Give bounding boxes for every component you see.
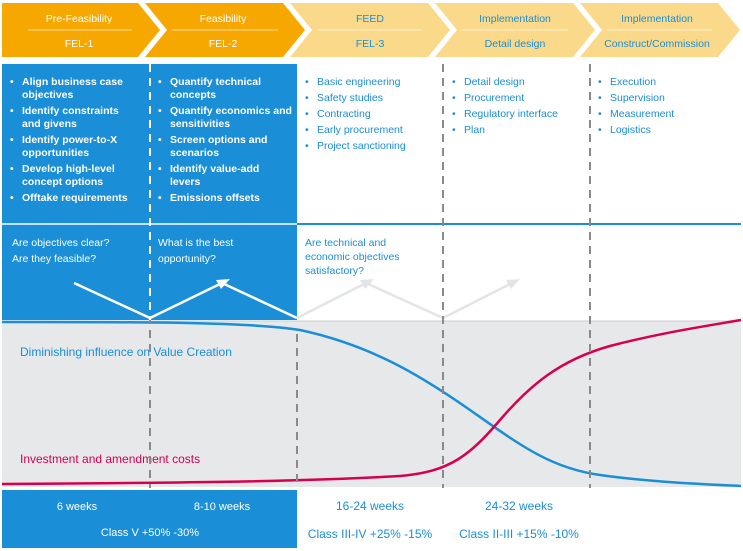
duration-label: 24-32 weeks <box>485 499 553 513</box>
question-line: Are technical and <box>305 237 386 249</box>
arrow-gray-3 <box>365 281 513 320</box>
cost-curve <box>1 318 742 486</box>
activity-item: •Project sanctioning <box>305 140 406 152</box>
duration-label: 16-24 weeks <box>336 499 404 513</box>
phase-title: FEED <box>356 13 384 25</box>
activity-item: •Plan <box>452 124 485 136</box>
activity-item: •Measurement <box>598 108 674 120</box>
influence-label: Diminishing influence on Value Creation <box>20 345 232 359</box>
activity-item: •Logistics <box>598 124 651 136</box>
phase-chevrons <box>2 3 740 57</box>
phase-title: Feasibility <box>200 13 247 25</box>
question-line: What is the best <box>158 237 233 249</box>
durations: 6 weeks 8-10 weeks 16-24 weeks 24-32 wee… <box>57 499 553 513</box>
cost-label: Investment and amendment costs <box>20 452 200 466</box>
estimate-label: Class V +50% -30% <box>101 527 199 539</box>
duration-band-blue <box>2 490 297 548</box>
arrowhead-gray <box>506 279 520 289</box>
activity-item: •Detail design <box>452 76 525 88</box>
estimate-classes: Class V +50% -30% Class III-IV +25% -15%… <box>101 527 579 541</box>
question-line: Are objectives clear? <box>12 237 110 249</box>
arrow-gray-2 <box>296 281 367 320</box>
phase-subtitle: Detail design <box>485 38 546 50</box>
phase-subtitle: FEL-2 <box>209 38 238 50</box>
activity-item: •Contracting <box>305 108 371 120</box>
phase-subtitle: Construct/Commission <box>604 38 710 50</box>
activity-item: •Basic engineering <box>305 76 401 88</box>
phase-subtitle: FEL-1 <box>65 38 94 50</box>
phase-title: Implementation <box>479 13 551 25</box>
activity-item: •Offtake requirements <box>10 192 128 204</box>
activity-item: •Regulatory interface <box>452 108 558 120</box>
phase-labels: Pre-Feasibility FEL-1 Feasibility FEL-2 … <box>46 13 710 50</box>
activity-item: •Execution <box>598 76 656 88</box>
activity-item: •Emissions offsets <box>158 192 260 204</box>
curve-area <box>2 321 741 487</box>
estimate-label: Class III-IV +25% -15% <box>308 527 433 541</box>
question-line: opportunity? <box>158 253 216 265</box>
duration-label: 8-10 weeks <box>194 501 251 513</box>
phase-title: Pre-Feasibility <box>46 13 113 25</box>
duration-label: 6 weeks <box>57 501 98 513</box>
question-line: satisfactory? <box>305 265 364 277</box>
question-line: economic objectives <box>305 251 400 263</box>
question-line: Are they feasible? <box>12 253 96 265</box>
activity-item: •Supervision <box>598 92 665 104</box>
activity-item: •Early procurement <box>305 124 403 136</box>
activity-item: •Procurement <box>452 92 524 104</box>
phase-subtitle: FEL-3 <box>356 38 385 50</box>
phase-title: Implementation <box>621 13 693 25</box>
decision-questions: Are objectives clear? Are they feasible?… <box>12 237 400 277</box>
decision-arrows <box>73 279 520 320</box>
estimate-label: Class II-III +15% -10% <box>459 527 579 541</box>
activity-item: •Safety studies <box>305 92 383 104</box>
arrow-gray-1 <box>221 281 298 320</box>
